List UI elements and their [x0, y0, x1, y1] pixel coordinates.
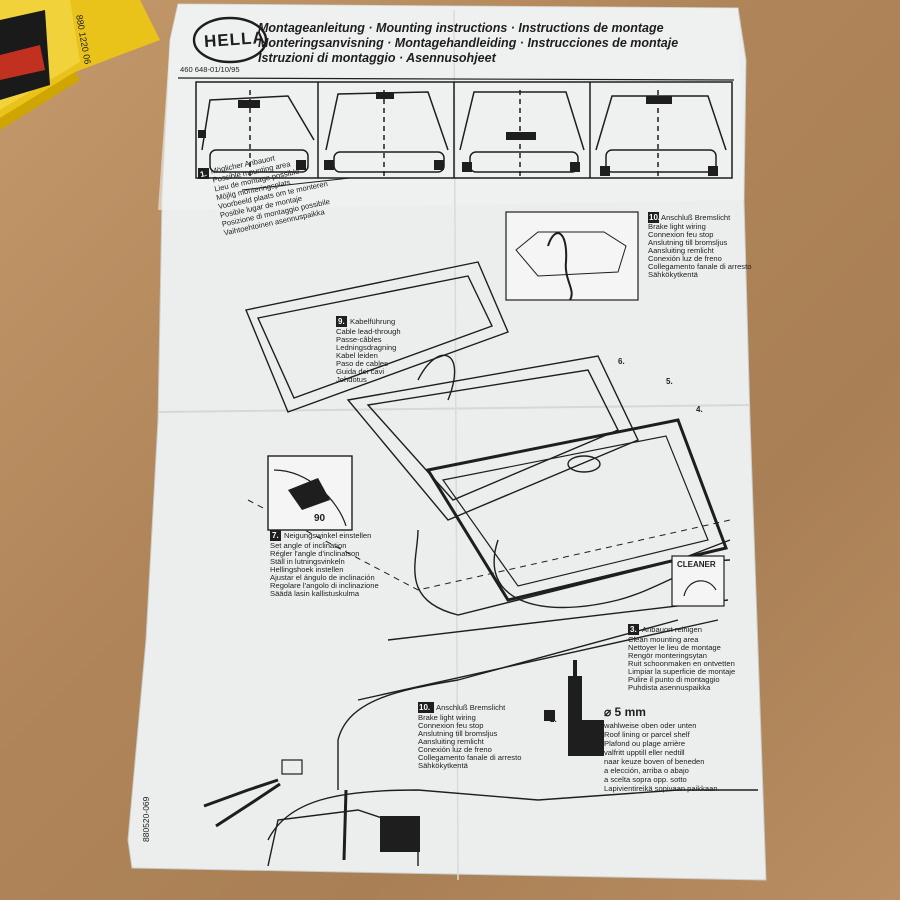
step-8-line: Ledningsdragning	[336, 343, 397, 352]
instruction-sheet: HELLA Montageanleitung · Mounting instru…	[118, 0, 780, 900]
step-3-line: Clean mounting area	[628, 635, 699, 644]
step-10-line: Conexión luz de freno	[418, 745, 492, 754]
step-5-label: 5.	[666, 377, 673, 386]
step-10-line: Collegamento fanale di arresto	[418, 753, 522, 762]
step-8-number: 9.	[338, 317, 345, 326]
step-3-line: Puhdista asennuspaikka	[628, 683, 711, 692]
step-7-line: Regolare l'angolo di inclinazione	[270, 581, 379, 590]
step-10-line: Connexion feu stop	[418, 721, 484, 730]
drill-line: Plafond ou plage arrière	[604, 739, 686, 748]
step-9-line: Brake light wiring	[648, 222, 706, 231]
step-9-line: Aansluiting remlicht	[648, 246, 714, 255]
header-line-2: Monteringsanvisning · Montagehandleiding…	[258, 36, 679, 50]
step-10-line: Anschluß Bremslicht	[436, 703, 506, 712]
step-9-line: Collegamento fanale di arresto	[648, 262, 752, 271]
step-10-line: Aansluiting remlicht	[418, 737, 484, 746]
step-3-line: Nettoyer le lieu de montage	[628, 643, 721, 652]
side-code: 880520-069	[141, 796, 151, 842]
drill-line: valfritt upptill eller nedtill	[604, 748, 685, 757]
step-8-line: Cable lead-through	[336, 327, 401, 336]
step-9-number: 10.	[649, 213, 661, 222]
doc-number: 460 648-01/10/95	[180, 65, 240, 74]
drill-line: naar keuze boven of beneden	[604, 757, 705, 766]
step-3-line: Ruit schoonmaken en ontvetten	[628, 659, 735, 668]
header-line-3: Istruzioni di montaggio · Asennusohjeet	[258, 51, 496, 65]
step-7-number: 7.	[272, 531, 279, 540]
step-7-line: Régler l'angle d'inclinaison	[270, 549, 360, 558]
step-7-line: Ajustar el ángulo de inclinación	[270, 573, 375, 582]
header-line-1: Montageanleitung · Mounting instructions…	[258, 21, 664, 35]
step-8-line: Passe-câbles	[336, 335, 382, 344]
step-7-line: Neigungswinkel einstellen	[284, 531, 372, 540]
step-9-line: Anslutning till bromsljus	[648, 238, 728, 247]
step-7-line: Set angle of inclination	[270, 541, 347, 550]
step-9-line: Connexion feu stop	[648, 230, 714, 239]
step-3-line: Pulire il punto di montaggio	[628, 675, 720, 684]
step-3-line: Rengör monteringsytan	[628, 651, 707, 660]
step-6-label: 6.	[618, 357, 625, 366]
drill-line: Roof lining or parcel shelf	[604, 730, 690, 739]
step-3-line: Limpiar la superficie de montaje	[628, 667, 736, 676]
step-8-line: Paso de cables	[336, 359, 388, 368]
step-10-line: Anslutning till bromsljus	[418, 729, 498, 738]
step-10-number: 10.	[419, 703, 431, 712]
step-8-line: Guida dei cavi	[336, 367, 385, 376]
cleaner-label: CLEANER	[677, 560, 716, 569]
step-9-line: Anschluß Bremslicht	[661, 213, 731, 222]
step-9-line: Conexión luz de freno	[648, 254, 722, 263]
step-10-line: Brake light wiring	[418, 713, 476, 722]
product-box: 880 1220 06	[0, 0, 160, 160]
hella-logo: HELLA	[203, 27, 267, 52]
drill-size: ⌀ 5 mm	[604, 705, 646, 719]
drill-line: wahlweise oben oder unten	[604, 721, 697, 730]
drill-line: a scelta sopra opp. sotto	[604, 775, 687, 784]
step-8-line: Kabelführung	[350, 317, 396, 326]
step-4-label: 4.	[696, 405, 703, 414]
step-8-line: Kabel leiden	[336, 351, 378, 360]
angle-label: 90	[314, 513, 326, 524]
step-7-line: Hellingshoek instellen	[270, 565, 344, 574]
step-2-label: 2.	[550, 715, 557, 724]
step-3-line: Anbauort reinigen	[642, 625, 702, 634]
drill-line: Lapivientireikä sopivaan paikkaan	[604, 784, 718, 793]
step-3-number: 3.	[630, 625, 637, 634]
step-10-line: Sähkökytkentä	[418, 761, 468, 770]
step-8-line: Johdotus	[336, 375, 367, 384]
step-1-number: 1.	[199, 168, 208, 180]
step-7-line: Säädä lasin kallistuskulma	[270, 589, 360, 598]
step-7-line: Ställ in lutningsvinkeln	[270, 557, 345, 566]
step-9-line: Sähkökytkentä	[648, 270, 698, 279]
drill-line: a elección, arriba o abajo	[604, 766, 689, 775]
